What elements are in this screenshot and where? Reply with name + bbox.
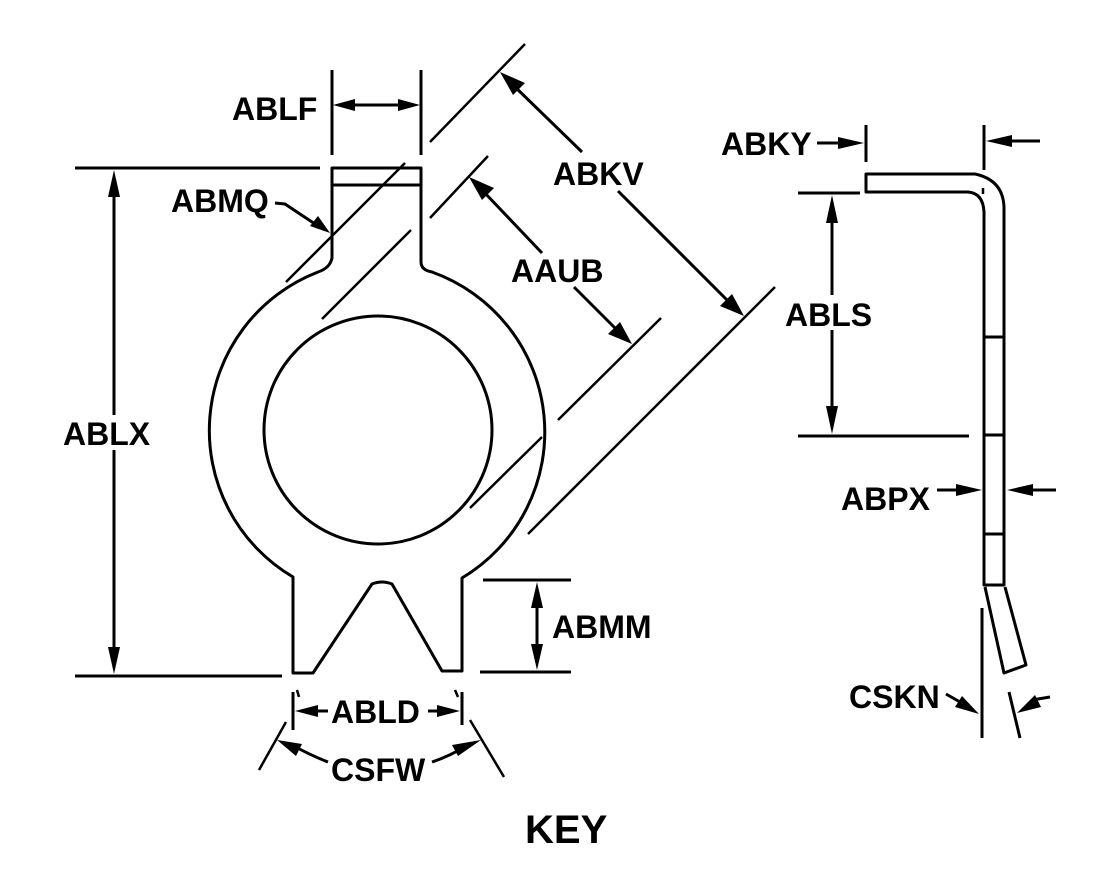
dim-abmm: ABMM (480, 578, 652, 674)
ext-line (527, 286, 776, 535)
dim-csfw: CSFW (257, 719, 506, 788)
arrowhead (1007, 484, 1033, 496)
dim-ablx: ABLX (63, 166, 320, 678)
diagonal-extensions (285, 43, 776, 535)
dim-abld: ABLD (291, 689, 464, 730)
leader-line (274, 201, 319, 228)
front-view-part (207, 166, 547, 675)
ext-line (557, 317, 662, 421)
part-outline (207, 166, 547, 675)
ext-line (257, 721, 288, 771)
arrowhead (838, 137, 864, 149)
label-aaub: AAUB (511, 253, 603, 289)
bore-circle (262, 314, 494, 546)
ext-line (429, 43, 526, 143)
tick (453, 689, 460, 698)
dim-abls: ABLS (785, 191, 969, 438)
ext-line (1007, 691, 1022, 739)
arrowhead (720, 294, 744, 316)
arrowhead (608, 322, 632, 344)
arrowhead (986, 135, 1012, 147)
side-profile-outline (864, 172, 1006, 587)
ext-line (468, 719, 506, 778)
arrowhead (826, 406, 838, 434)
arrowhead (1017, 695, 1041, 713)
arrowhead (956, 484, 982, 496)
arrowhead (295, 705, 318, 717)
dim-cskn: CSKN (849, 608, 1051, 739)
label-abkv: ABKV (553, 156, 644, 192)
dim-abky: ABKY (721, 125, 1040, 170)
label-abls: ABLS (785, 297, 872, 333)
label-abky: ABKY (721, 126, 812, 162)
diagram-title: KEY (525, 808, 608, 852)
dim-line (945, 692, 961, 704)
arrowhead (398, 99, 420, 111)
arrowhead (955, 696, 979, 714)
arrowhead (333, 99, 355, 111)
dim-line (480, 188, 544, 255)
ext-line (429, 155, 489, 219)
label-abmm: ABMM (552, 609, 652, 645)
arrowhead (452, 740, 481, 756)
label-ablx: ABLX (63, 416, 151, 452)
arrowhead (500, 72, 525, 95)
arrowhead (469, 177, 494, 200)
side-view-part (864, 172, 1028, 675)
dim-ablf: ABLF (232, 70, 423, 155)
dim-abmq: ABMQ (171, 183, 330, 233)
tick (295, 689, 301, 698)
arrowhead (826, 195, 838, 223)
arrowhead (531, 582, 543, 608)
label-abld: ABLD (331, 694, 420, 730)
ext-line (285, 162, 406, 283)
bent-tip (983, 586, 1028, 675)
arrowhead (108, 647, 120, 674)
dim-line (511, 83, 584, 154)
dim-abkv: ABKV (500, 72, 744, 316)
arrowhead (310, 216, 330, 233)
arrowhead (437, 705, 460, 717)
ext-line (469, 436, 543, 509)
arrowhead (531, 644, 543, 670)
ext-line (321, 229, 412, 320)
dim-line (616, 189, 734, 307)
dim-line (572, 285, 622, 335)
dim-abpx: ABPX (841, 481, 1056, 517)
label-abpx: ABPX (841, 481, 931, 517)
arrowhead (108, 170, 120, 197)
label-ablf: ABLF (232, 91, 317, 127)
arrowhead (277, 740, 302, 756)
label-cskn: CSKN (849, 679, 940, 715)
label-abmq: ABMQ (171, 183, 269, 219)
dim-aaub: AAUB (469, 177, 632, 344)
label-csfw: CSFW (331, 752, 426, 788)
